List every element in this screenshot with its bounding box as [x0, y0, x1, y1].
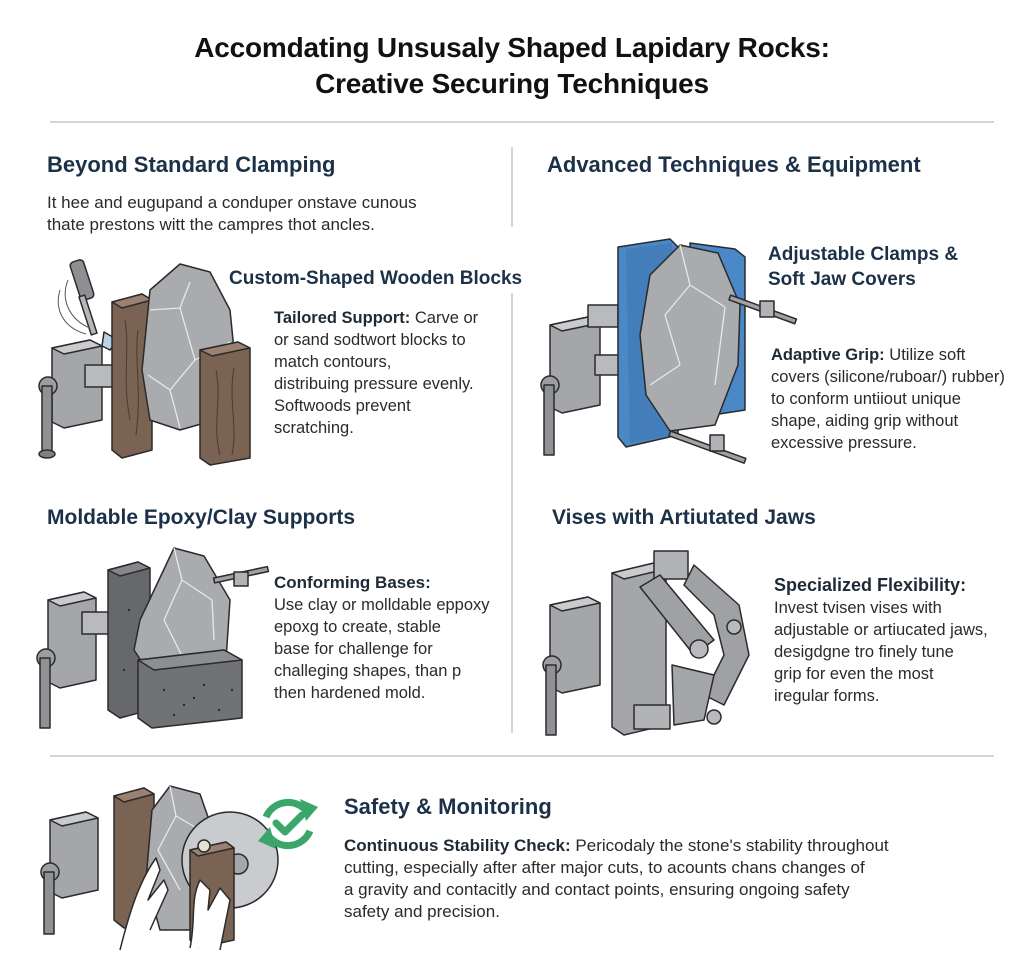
- bottom-section-body: Continuous Stability Check: Pericodaly t…: [344, 835, 1014, 923]
- bottom-divider: [50, 755, 994, 757]
- body-line: Pericodaly the stone's stability through…: [575, 836, 889, 855]
- vise-icon: [540, 304, 626, 456]
- articulated-vise-illustration: [542, 550, 750, 736]
- vise-icon: [36, 591, 113, 729]
- stability-check-illustration: [40, 785, 279, 951]
- item-body-wooden-blocks: Tailored Support: Carve or or sand sodtw…: [274, 307, 509, 439]
- body-line: shape, aiding grip without: [771, 412, 959, 430]
- item-title-articulated-vises: Vises with Artiutated Jaws: [552, 506, 816, 529]
- left-section-heading: Beyond Standard Clamping: [47, 152, 336, 177]
- body-line: Carve or: [414, 309, 479, 327]
- item-title-epoxy-supports: Moldable Epoxy/Clay Supports: [47, 506, 356, 529]
- body-line: or sand sodtwort blocks to: [274, 331, 466, 349]
- top-divider: [50, 121, 994, 123]
- refresh-check-icon: [258, 798, 318, 850]
- right-section-heading: Advanced Techniques & Equipment: [547, 152, 921, 177]
- intro-line: thate prestons witt the campres thot anc…: [47, 215, 375, 234]
- item-title-line: Soft Jaw Covers: [768, 269, 916, 290]
- item-lead: Tailored Support:: [274, 309, 411, 327]
- body-line: a gravity and contacitly and contact poi…: [344, 880, 850, 899]
- body-line: then hardened mold.: [274, 684, 426, 702]
- item-title-soft-jaw-clamps: Adjustable Clamps & Soft Jaw Covers: [768, 242, 958, 292]
- item-body-soft-jaw-clamps: Adaptive Grip: Utilize soft covers (sili…: [771, 344, 1021, 454]
- body-line: safety and precision.: [344, 902, 500, 921]
- item-title-line: Adjustable Clamps &: [768, 244, 959, 265]
- vise-icon: [40, 811, 99, 935]
- title-line-2: Creative Securing Techniques: [315, 68, 709, 99]
- body-line: adjustable or artiucated jaws,: [774, 621, 988, 639]
- body-line: match contours,: [274, 353, 392, 371]
- epoxy-base-vise-illustration: [36, 547, 270, 729]
- item-lead: Conforming Bases:: [274, 573, 431, 592]
- caliper-icon: [668, 294, 798, 464]
- item-body-articulated-vises: Specialized Flexibility: Invest tvisen v…: [774, 574, 1024, 707]
- body-line: desigdgne tro finely tune: [774, 643, 954, 661]
- vise-icon: [38, 339, 116, 459]
- item-lead: Continuous Stability Check:: [344, 836, 571, 855]
- chisel-icon: [69, 259, 119, 351]
- body-line: epoxg to create, stable: [274, 618, 441, 636]
- wooden-block-vise-illustration: [38, 259, 251, 466]
- center-divider: [511, 293, 513, 733]
- vise-icon: [542, 596, 601, 736]
- body-line: Use clay or molldable eppoxy: [274, 596, 490, 614]
- body-line: iregular forms.: [774, 687, 880, 705]
- caliper-icon: [212, 565, 270, 587]
- body-line: challeging shapes, than p: [274, 662, 462, 680]
- body-line: to conform untiiout unique: [771, 390, 961, 408]
- bottom-section-heading: Safety & Monitoring: [344, 794, 552, 819]
- body-line: Utilize soft: [889, 346, 966, 364]
- body-line: distribuing pressure evenly.: [274, 375, 474, 393]
- item-lead: Adaptive Grip:: [771, 346, 885, 364]
- page-title: Accomdating Unsusaly Shaped Lapidary Roc…: [0, 30, 1024, 102]
- soft-jaw-clamp-illustration: [540, 238, 798, 464]
- body-line: Softwoods prevent: [274, 397, 411, 415]
- body-line: cutting, especially after after major cu…: [344, 858, 865, 877]
- body-line: covers (silicone/ruboar/) rubber): [771, 368, 1005, 386]
- body-line: grip for even the most: [774, 665, 934, 683]
- body-line: excessive pressure.: [771, 434, 917, 452]
- item-body-epoxy-supports: Conforming Bases: Use clay or molldable …: [274, 572, 509, 704]
- item-lead: Specialized Flexibility:: [774, 575, 967, 595]
- body-line: base for challenge for: [274, 640, 433, 658]
- item-title-wooden-blocks: Custom-Shaped Wooden Blocks: [229, 268, 523, 289]
- left-section-intro: It hee and eugupand a conduper onstave c…: [47, 192, 507, 236]
- body-line: Invest tvisen vises with: [774, 599, 942, 617]
- intro-line: It hee and eugupand a conduper onstave c…: [47, 193, 417, 212]
- title-line-1: Accomdating Unsusaly Shaped Lapidary Roc…: [194, 32, 830, 63]
- center-divider-top: [511, 147, 513, 227]
- body-line: scratching.: [274, 419, 354, 437]
